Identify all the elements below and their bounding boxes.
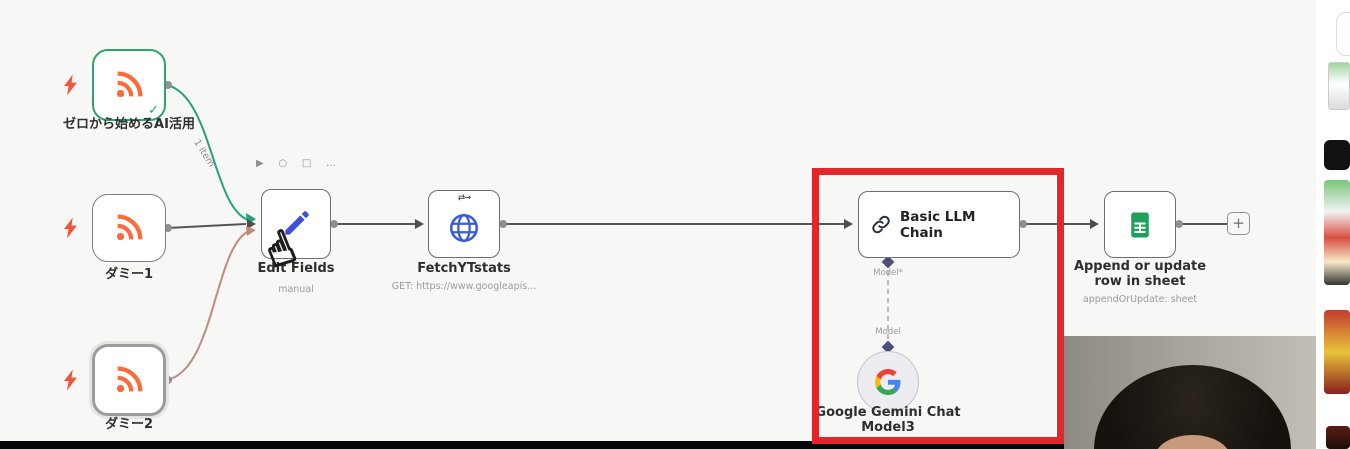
connection-dummy2-to-edit xyxy=(166,231,248,381)
node-label-dummy1: ダミー1 xyxy=(104,267,154,282)
webcam-overlay xyxy=(1064,336,1316,449)
node-basic-llm-chain[interactable]: Basic LLM Chain xyxy=(858,191,1020,258)
node-label-edit-fields: Edit Fields xyxy=(257,261,335,276)
right-sidebar xyxy=(1316,0,1350,449)
node-label-dummy2: ダミー2 xyxy=(104,417,154,432)
node-hover-toolbar: ▶ ○ □ … xyxy=(256,158,336,169)
arrowhead-icon xyxy=(844,219,853,229)
http-method-arrows-icon: ⇄→ xyxy=(457,193,471,203)
node-rss-trigger-main[interactable]: ✓ xyxy=(92,49,166,121)
node-label-gemini: Google Gemini Chat Model3 xyxy=(815,405,961,435)
sidebar-thumbnail[interactable] xyxy=(1328,62,1350,110)
http-globe-icon xyxy=(449,213,479,243)
delete-trash-icon[interactable]: □ xyxy=(301,158,312,169)
output-port-dot xyxy=(330,220,338,228)
rss-icon xyxy=(116,71,143,98)
presenter-forehead xyxy=(1154,435,1231,449)
output-port-dot xyxy=(499,220,507,228)
connection-dummy1-to-edit xyxy=(166,223,247,229)
node-sublabel-edit-fields: manual xyxy=(278,284,314,295)
success-check-icon: ✓ xyxy=(148,103,159,118)
arrowhead-icon xyxy=(246,226,256,236)
output-port-dot xyxy=(1175,220,1183,228)
node-sublabel-fetch: GET: https://www.googleapis... xyxy=(391,281,537,292)
connections-layer xyxy=(164,81,1227,384)
power-icon[interactable]: ○ xyxy=(278,158,288,169)
port-label-model: Model xyxy=(875,327,901,337)
arrowhead-icon xyxy=(1090,219,1099,229)
node-title: Basic LLM Chain xyxy=(900,208,976,241)
add-node-button[interactable]: + xyxy=(1227,212,1250,235)
node-google-gemini-chat-model[interactable] xyxy=(857,351,919,413)
trigger-bolt-icon xyxy=(64,369,77,391)
sidebar-thumbnail[interactable] xyxy=(1324,180,1350,285)
bottom-letterbox-bar xyxy=(0,441,1316,449)
arrowhead-icon xyxy=(247,219,256,229)
output-port-dot xyxy=(1019,220,1027,228)
more-options-icon[interactable]: … xyxy=(326,158,336,169)
node-label-sheets: Append or update row in sheet xyxy=(1073,259,1207,289)
pencil-icon xyxy=(285,211,309,235)
output-port-dot xyxy=(164,224,172,232)
node-rss-trigger-dummy1[interactable] xyxy=(92,194,166,262)
node-sublabel-sheets: appendOrUpdate: sheet xyxy=(1082,294,1198,305)
output-port-dot xyxy=(164,81,172,89)
node-rss-trigger-dummy2[interactable] xyxy=(92,344,166,416)
port-label-model-required: Model* xyxy=(873,268,903,278)
connection-rss-main-to-edit xyxy=(166,84,249,221)
google-g-icon xyxy=(875,369,901,395)
execute-node-icon[interactable]: ▶ xyxy=(256,158,264,169)
node-label-rss-main: ゼロから始めるAI活用 xyxy=(63,117,195,132)
node-fetch-yt-stats[interactable] xyxy=(428,190,500,258)
workflow-canvas[interactable]: ✓ ▶ ○ □ … xyxy=(0,0,1316,449)
sidebar-thumbnail[interactable] xyxy=(1324,310,1350,394)
sidebar-thumbnail[interactable] xyxy=(1324,140,1350,170)
trigger-bolt-icon xyxy=(64,74,77,96)
node-edit-fields[interactable] xyxy=(261,189,331,259)
sidebar-thumbnail[interactable] xyxy=(1326,426,1350,449)
rss-icon xyxy=(116,366,143,393)
node-sheets-append[interactable] xyxy=(1104,191,1176,258)
node-label-fetch: FetchYTstats xyxy=(417,261,511,276)
google-sheets-icon xyxy=(1131,212,1149,237)
arrowhead-icon xyxy=(415,219,424,229)
trigger-bolt-icon xyxy=(64,217,77,239)
output-port-dot xyxy=(164,376,172,384)
chain-link-icon xyxy=(872,215,890,234)
sidebar-thumbnail[interactable] xyxy=(1336,12,1350,56)
rss-icon xyxy=(116,214,143,241)
